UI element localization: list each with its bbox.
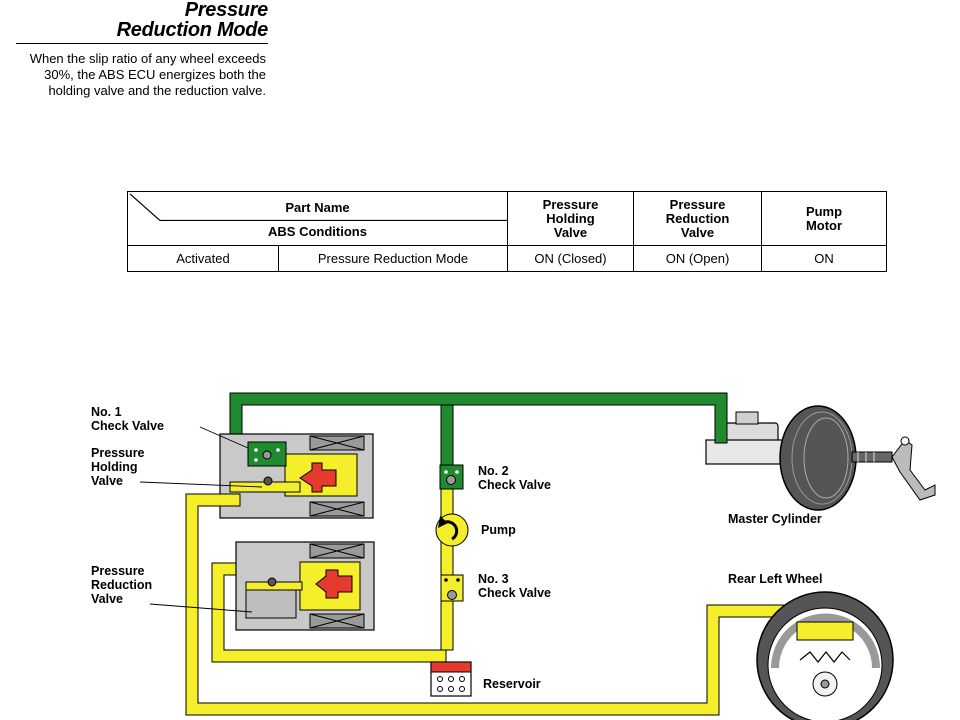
holding-valve-header: Pressure Holding Valve	[507, 191, 634, 246]
rear-left-wheel-brake	[756, 591, 894, 720]
table-corner-cell: Part Name ABS Conditions	[127, 191, 508, 246]
condition-cell: Activated	[127, 245, 279, 272]
check-valve-2	[444, 470, 459, 485]
title-line-2: Reduction Mode	[116, 19, 269, 41]
check-valve-2-label: No. 2 Check Valve	[478, 464, 551, 492]
reservoir	[430, 661, 472, 697]
master-cylinder	[705, 405, 936, 511]
rear-left-wheel-label: Rear Left Wheel	[728, 572, 822, 586]
reduction-valve-label: Pressure Reduction Valve	[91, 564, 156, 606]
label-line: No. 1	[91, 405, 122, 419]
title-line-1: Pressure	[184, 0, 269, 21]
header-line: Valve	[553, 224, 588, 240]
holding-valve-state: ON (Closed)	[507, 245, 634, 272]
table-header-row: Part Name ABS Conditions Pressure Holdin…	[127, 191, 887, 246]
pressure-holding-valve	[219, 433, 374, 519]
check-valve-3-label: No. 3 Check Valve	[478, 572, 551, 600]
label-line: No. 3	[478, 572, 509, 586]
table-row: Activated Pressure Reduction Mode ON (Cl…	[127, 245, 887, 272]
mode-description: When the slip ratio of any wheel exceeds…	[29, 51, 266, 98]
pump	[438, 516, 459, 541]
label-line: Holding	[91, 460, 138, 474]
check-valve-3	[444, 578, 460, 600]
header-line: Pump	[805, 203, 843, 219]
leader-lines	[139, 426, 263, 613]
mode-cell: Pressure Reduction Mode	[278, 245, 508, 272]
pump-motor-header: Pump Motor	[761, 191, 887, 246]
label-line: Check Valve	[478, 478, 551, 492]
corner-diagonal	[129, 193, 507, 222]
title-divider	[16, 43, 268, 44]
pressure-reduction-valve	[235, 541, 375, 631]
label-line: Check Valve	[91, 419, 164, 433]
reservoir-label: Reservoir	[483, 677, 541, 691]
valve-status-table: Part Name ABS Conditions Pressure Holdin…	[127, 191, 887, 272]
pump-motor-state: ON	[761, 245, 887, 272]
header-line: Pressure	[669, 196, 726, 212]
header-line: Motor	[805, 217, 843, 233]
label-line: Valve	[91, 592, 123, 606]
abs-conditions-header: ABS Conditions	[268, 224, 367, 239]
header-line: Pressure	[542, 196, 599, 212]
label-line: Reduction	[91, 578, 152, 592]
holding-valve-label: Pressure Holding Valve	[91, 446, 148, 488]
master-cylinder-label: Master Cylinder	[728, 512, 822, 526]
label-line: No. 2	[478, 464, 509, 478]
reduction-valve-header: Pressure Reduction Valve	[633, 191, 762, 246]
page-title: Pressure Reduction Mode	[16, 0, 269, 41]
reduction-valve-state: ON (Open)	[633, 245, 762, 272]
pump-label: Pump	[481, 523, 516, 537]
label-line: Valve	[91, 474, 123, 488]
label-line: Pressure	[91, 564, 145, 578]
check-valve-1-label: No. 1 Check Valve	[91, 405, 164, 433]
part-name-header: Part Name	[285, 200, 350, 215]
header-line: Holding	[546, 210, 595, 226]
header-line: Valve	[680, 224, 715, 240]
header-line: Reduction	[665, 210, 730, 226]
label-line: Check Valve	[478, 586, 551, 600]
label-line: Pressure	[91, 446, 145, 460]
